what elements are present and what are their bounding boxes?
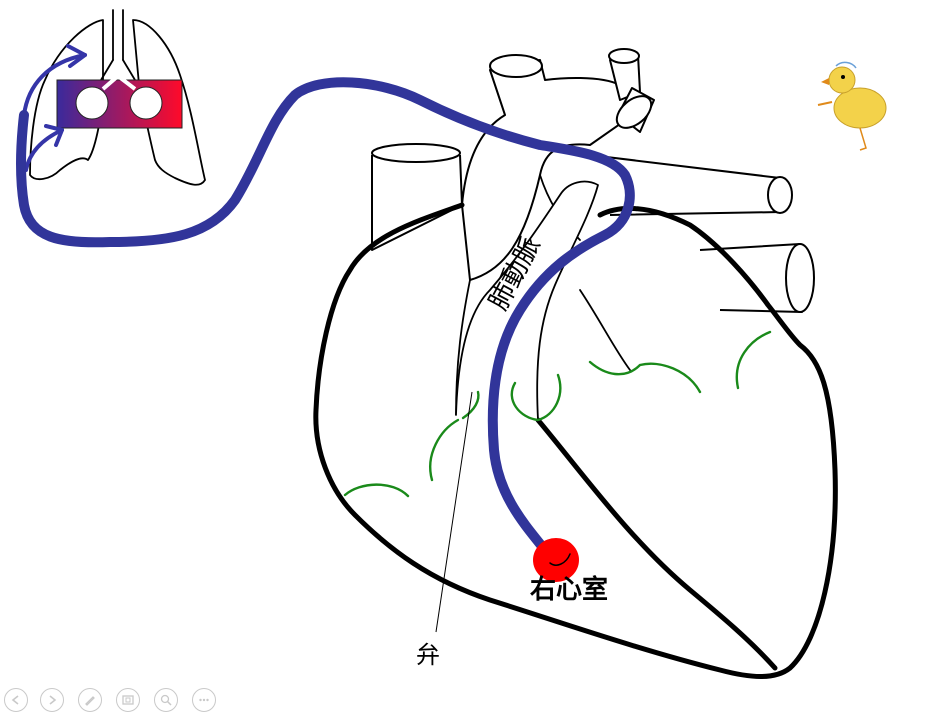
more-icon [199, 698, 209, 702]
heart-outline [313, 202, 838, 679]
blood-path [16, 77, 635, 555]
vena-cava [371, 154, 463, 251]
lungs [29, 9, 206, 186]
slides-button[interactable] [116, 688, 140, 712]
red-blood-cell [533, 538, 579, 582]
zoom-icon [160, 694, 172, 706]
prev-icon [11, 695, 19, 705]
valve-arcs [343, 330, 772, 498]
more-button[interactable] [192, 688, 216, 712]
pen-icon [85, 696, 95, 706]
flow-arrows [22, 44, 87, 172]
valve-leader [435, 391, 473, 633]
next-icon [49, 695, 57, 705]
trachea [112, 9, 124, 61]
chick-icon [817, 61, 887, 151]
zoom-button[interactable] [154, 688, 178, 712]
valve-label: 弁 [416, 641, 440, 669]
left-lung [29, 19, 104, 181]
great-vessels [371, 143, 815, 313]
aorta [461, 48, 655, 281]
slides-icon [122, 695, 134, 705]
next-button[interactable] [40, 688, 64, 712]
ventricle-label: 右心室 [530, 574, 608, 605]
alveolus-left [75, 86, 109, 120]
pen-button[interactable] [78, 688, 102, 712]
prev-button[interactable] [4, 688, 28, 712]
right-lung [132, 19, 206, 186]
alveolus-right [129, 86, 163, 120]
septum [535, 417, 778, 671]
